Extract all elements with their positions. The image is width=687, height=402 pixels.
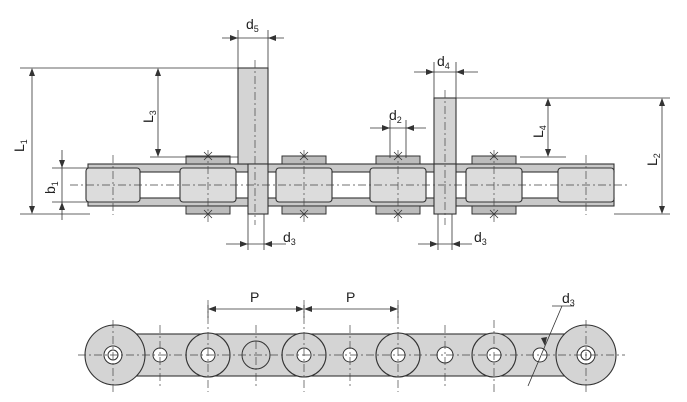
label-P-second: P xyxy=(346,289,355,305)
label-L3: L3 xyxy=(140,110,158,123)
top-view: L1 L3 b1 d5 d3 d2 d4 L4 L2 d3 xyxy=(11,16,670,250)
label-d3-left: d3 xyxy=(283,229,296,247)
label-d4: d4 xyxy=(437,53,450,71)
label-L2: L2 xyxy=(644,153,662,166)
label-b1: b1 xyxy=(42,181,60,194)
label-P-first: P xyxy=(250,289,259,305)
bottom-view: P P d3 xyxy=(78,289,625,392)
upper-plate-strip xyxy=(87,163,615,173)
label-d2: d2 xyxy=(389,107,402,125)
label-L1: L1 xyxy=(11,139,29,152)
label-L4: L4 xyxy=(530,125,548,138)
label-d3-bottom: d3 xyxy=(562,290,575,308)
label-d5: d5 xyxy=(246,16,259,34)
extended-pin-d5 xyxy=(237,67,269,165)
label-d3-right: d3 xyxy=(474,229,487,247)
lower-plate-strip xyxy=(87,197,615,207)
extended-pin-d5-body xyxy=(247,163,269,215)
